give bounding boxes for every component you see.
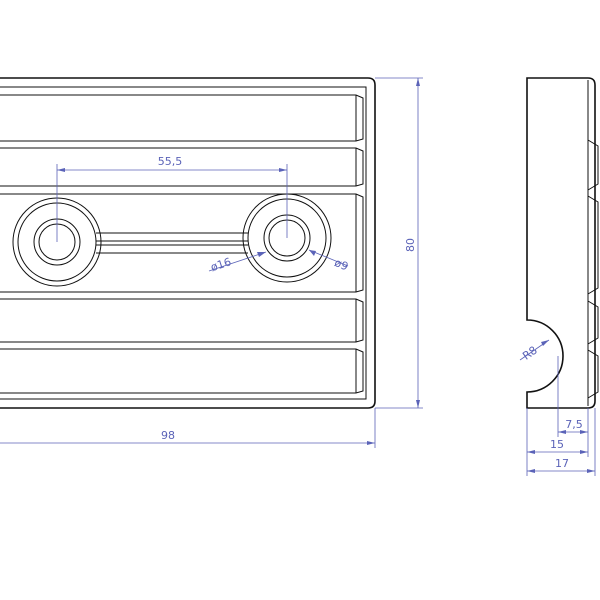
dim-groove-radius: R8 [519,339,550,363]
ribs [0,94,364,394]
rib-3 [0,193,364,293]
dim-hole-spacing: 55,5 [56,155,288,242]
dim-groove-radius-label: R8 [520,344,539,363]
dim-hole-spacing-label: 55,5 [158,155,183,168]
center-slot [96,232,248,254]
dim-total-depth-label: 17 [555,457,569,470]
dimensions: 55,5 ø16 ø9 80 98 [0,77,596,476]
side-view-teeth [587,80,599,406]
side-view [526,77,599,409]
rib-5 [0,348,364,394]
dim-hole-outer-diameter: ø16 [208,251,267,274]
dim-hole-outer-diameter-label: ø16 [209,255,233,274]
dim-overall-height-label: 80 [404,238,417,252]
dim-groove-offset: 7,5 [557,356,589,437]
dim-overall-height: 80 [375,77,423,409]
dim-total-depth: 17 [527,408,596,476]
side-view-outline [526,77,596,409]
dim-overall-width: 98 [0,408,376,448]
right-boss [242,193,332,283]
dim-overall-width-label: 98 [161,429,175,442]
front-view [0,77,376,409]
dim-step-width: 15 [526,408,589,476]
dim-hole-inner-diameter-label: ø9 [333,256,351,273]
rib-4 [0,298,364,343]
dim-groove-offset-label: 7,5 [565,418,583,431]
rib-2 [0,147,364,187]
rib-1 [0,94,364,142]
front-view-inner-edge [0,86,367,400]
dim-step-width-label: 15 [550,438,564,451]
dim-hole-inner-diameter: ø9 [308,249,351,273]
front-view-outline [0,77,376,409]
